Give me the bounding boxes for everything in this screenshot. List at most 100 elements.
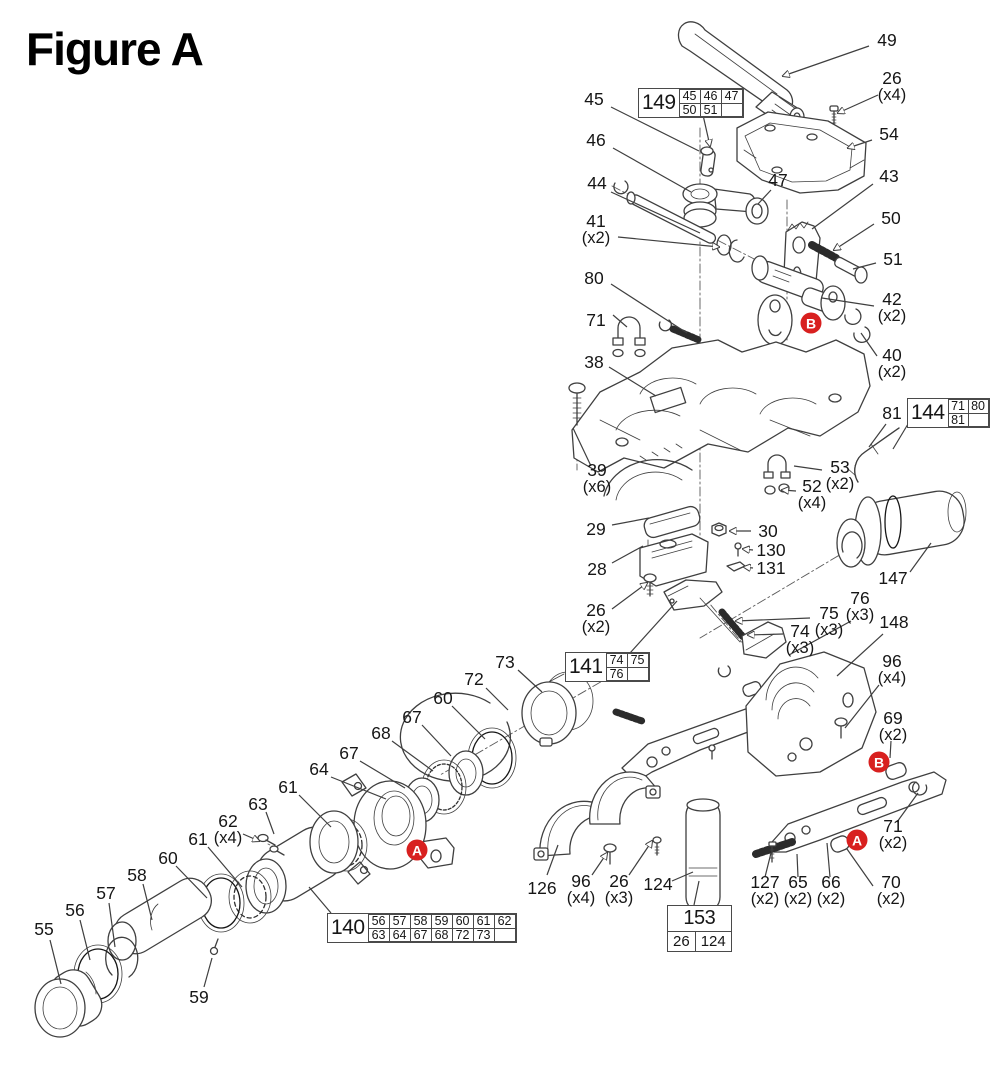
part-label-50: 50 xyxy=(881,208,900,227)
part-number: 44 xyxy=(587,172,607,193)
part-number: 55 xyxy=(34,918,54,939)
ref-box-cell: 71 xyxy=(947,399,969,414)
leader-line xyxy=(611,517,650,526)
part-label-148: 148 xyxy=(879,612,908,631)
leader-line xyxy=(821,297,875,307)
part-label-41: 41(x2) xyxy=(582,212,610,248)
part-label-62: 62(x4) xyxy=(214,812,242,848)
leader-line xyxy=(748,634,784,635)
ref-box-cell: 76 xyxy=(605,666,628,681)
part-label-45: 45 xyxy=(584,89,603,108)
screw-26-top-part xyxy=(829,105,839,126)
part-label-47: 47 xyxy=(768,170,787,189)
part-quantity: (x2) xyxy=(816,890,846,909)
blade-clamp-75-part xyxy=(663,579,741,643)
part-number: 69 xyxy=(883,708,903,729)
leader-line xyxy=(811,183,874,230)
leader-line xyxy=(612,314,628,328)
ref-box-cell: 62 xyxy=(493,914,516,929)
part-label-69: 69(x2) xyxy=(879,709,907,745)
part-number: 70 xyxy=(881,872,901,893)
clip-71-bottom-part xyxy=(912,781,928,796)
part-number: 38 xyxy=(584,351,604,372)
leader-line xyxy=(546,844,559,876)
part-label-73: 73 xyxy=(495,652,514,671)
part-label-52: 52(x4) xyxy=(798,477,826,513)
leader-line xyxy=(892,423,909,450)
ref-box-cell: 63 xyxy=(367,927,390,942)
leader-line xyxy=(610,106,700,152)
part-number: 59 xyxy=(189,986,209,1007)
leader-line xyxy=(79,919,91,961)
part-number: 41 xyxy=(586,211,606,232)
screw-59-part xyxy=(209,938,219,956)
leader-line xyxy=(203,957,213,988)
part-number: 39 xyxy=(587,460,607,481)
leader-line xyxy=(485,687,509,711)
leader-line xyxy=(359,760,406,789)
leader-line xyxy=(736,618,811,621)
part-number: 56 xyxy=(65,899,85,920)
part-quantity: (x3) xyxy=(845,606,875,625)
lower-housing-148-part xyxy=(612,651,877,783)
sleeve-part xyxy=(245,810,359,914)
grommet-47-part xyxy=(745,197,769,225)
ref-box-cell: 56 xyxy=(367,914,390,929)
leader-line xyxy=(788,620,852,656)
part-label-60: 60 xyxy=(158,848,177,867)
switch-28-part xyxy=(639,533,709,587)
part-label-42: 42(x2) xyxy=(878,290,906,326)
part-number: 63 xyxy=(248,793,268,814)
leader-line xyxy=(909,542,932,573)
ref-box-cell: 68 xyxy=(430,927,453,942)
part-label-59: 59 xyxy=(189,986,209,1007)
part-number: 96 xyxy=(571,871,591,892)
part-number: 46 xyxy=(586,129,606,150)
part-label-96: 96(x4) xyxy=(567,872,595,908)
leader-line xyxy=(782,490,797,491)
leader-line xyxy=(836,633,884,677)
ref-box-cell: 72 xyxy=(451,927,474,942)
part-number: 57 xyxy=(96,882,116,903)
part-number: 75 xyxy=(819,603,839,624)
spring-65-part xyxy=(752,838,796,858)
part-number: 58 xyxy=(127,864,147,885)
cover-54-part xyxy=(736,111,867,194)
leader-line xyxy=(611,545,644,564)
part-quantity: (x2) xyxy=(877,363,907,382)
part-label-64: 64 xyxy=(309,759,328,778)
ref-box-cell xyxy=(626,666,649,681)
leader-line xyxy=(308,886,332,914)
ref-box-cell: 61 xyxy=(472,914,495,929)
part-number: 26 xyxy=(609,871,629,892)
part-label-66: 66(x2) xyxy=(817,873,845,909)
part-number: 26 xyxy=(586,600,606,621)
part-number: 43 xyxy=(879,165,899,186)
leader-line xyxy=(834,223,875,250)
part-number: 40 xyxy=(882,345,902,366)
leader-line xyxy=(793,465,823,471)
snap-ring-72-part xyxy=(399,692,512,782)
part-label-71: 71 xyxy=(586,310,605,329)
part-label-28: 28 xyxy=(587,559,606,578)
leader-line xyxy=(852,262,877,270)
part-label-81: 81 xyxy=(882,403,901,422)
part-label-80: 80 xyxy=(584,268,603,287)
leader-line xyxy=(242,833,259,841)
ref-box-cell: 75 xyxy=(626,653,649,668)
part-number: 67 xyxy=(339,742,359,763)
ref-box-cell: 46 xyxy=(699,89,722,104)
ref-box-number: 153 xyxy=(683,907,716,929)
part-label-96: 96(x4) xyxy=(878,652,906,688)
part-number: 61 xyxy=(188,828,208,849)
part-quantity: (x2) xyxy=(876,890,906,909)
part-label-38: 38 xyxy=(584,351,604,372)
leader-line xyxy=(298,794,332,828)
part-number: 68 xyxy=(371,722,391,743)
part-label-63: 63 xyxy=(248,793,268,814)
leader-line xyxy=(207,846,243,888)
tube-58-part xyxy=(107,877,212,961)
